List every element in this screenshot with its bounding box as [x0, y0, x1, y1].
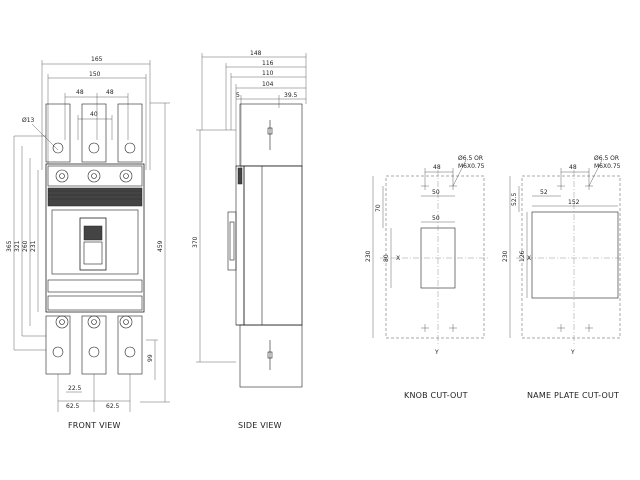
dim-321: 321 [14, 240, 21, 252]
dim-62-5-left: 62.5 [66, 403, 80, 410]
nameplate-dim-126: 126 [519, 250, 526, 262]
dim-260: 260 [22, 240, 29, 252]
dim-231: 231 [30, 240, 37, 252]
nameplate-cutout-caption: NAME PLATE CUT-OUT [527, 391, 619, 400]
dim-148: 148 [250, 50, 262, 57]
dim-165: 165 [91, 56, 103, 63]
nameplate-dim-48: 48 [569, 164, 577, 171]
dim-110: 110 [262, 70, 274, 77]
knob-cutout-caption: KNOB CUT-OUT [404, 391, 468, 400]
dim-116: 116 [262, 60, 274, 67]
nameplate-dim-52: 52 [540, 189, 548, 196]
knob-dim-hole: Ø6.5 OR [458, 155, 483, 162]
dim-459: 459 [157, 240, 164, 252]
nameplate-dim-thread: M6X0.75 [594, 163, 621, 170]
dim-40: 40 [90, 111, 98, 118]
dim-150: 150 [89, 71, 101, 78]
dim-370: 370 [192, 236, 199, 248]
dim-365: 365 [6, 240, 13, 252]
knob-dim-230: 230 [365, 250, 372, 262]
nameplate-dim-230: 230 [502, 250, 509, 262]
nameplate-dim-hole: Ø6.5 OR [594, 155, 619, 162]
knob-dim-50b: 50 [432, 215, 440, 222]
dim-62-5-right: 62.5 [106, 403, 120, 410]
knob-dim-80: 80 [383, 254, 390, 262]
side-view-caption: SIDE VIEW [238, 421, 282, 430]
nameplate-axis-x: X [527, 255, 531, 262]
knob-dim-70: 70 [375, 204, 382, 212]
dim-104: 104 [262, 81, 274, 88]
knob-axis-x: X [396, 255, 400, 262]
nameplate-dim-52-5: 52.5 [511, 192, 518, 206]
dim-48-left: 48 [76, 89, 84, 96]
knob-axis-y: Y [434, 349, 439, 356]
nameplate-cutout-window [531, 211, 619, 299]
knob-dim-48: 48 [433, 164, 441, 171]
dim-22-5: 22.5 [68, 385, 82, 392]
nameplate-dim-152: 152 [568, 199, 580, 206]
knob-dim-thread: M6X0.75 [458, 163, 485, 170]
knob-cutout: 48 Ø6.5 OR M6X0.75 50 50 70 80 230 X Y K… [365, 155, 490, 400]
dim-48-right: 48 [106, 89, 114, 96]
nameplate-axis-y: Y [570, 349, 575, 356]
nameplate-cutout: 48 Ø6.5 OR M6X0.75 52 152 52.5 126 230 X… [502, 155, 626, 400]
dim-39-5: 39.5 [284, 92, 298, 99]
knob-cutout-outline [385, 175, 485, 339]
dim-99: 99 [147, 354, 154, 362]
knob-dim-50: 50 [432, 189, 440, 196]
front-view: 165 150 48 48 40 Ø13 365 321 260 231 45 [6, 56, 170, 430]
dim-5: 5 [236, 92, 240, 99]
side-view: 148 116 110 104 5 39.5 370 SIDE VIEW [192, 50, 307, 430]
front-view-caption: FRONT VIEW [68, 421, 121, 430]
dim-hole-13: Ø13 [22, 117, 35, 124]
